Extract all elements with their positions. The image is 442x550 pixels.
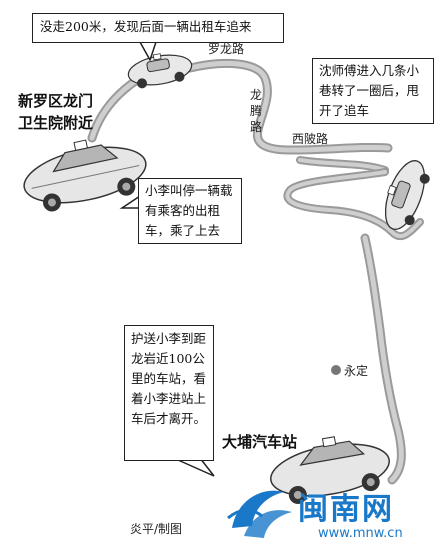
road-longteng-1: 龙: [250, 88, 263, 102]
speech-bubble-hail: 小李叫停一辆载有乘客的出租车，乘了上去: [138, 178, 242, 244]
road-xipo: 西陂路: [292, 132, 329, 146]
bubble-tail-1: [139, 41, 157, 61]
speech-bubble-escape: 沈师傅进入几条小巷转了一圈后，甩开了追车: [312, 58, 434, 124]
bubble-tail-4: [177, 457, 215, 477]
yongding-dot: [331, 365, 341, 375]
brand-name: 闽南网: [298, 492, 394, 527]
brand-logo-icon: [227, 490, 292, 538]
taxi-start: [23, 139, 147, 212]
start-location-line2: 卫生院附近: [18, 114, 94, 132]
watermark: 闽南网 www.mnw.cn: [222, 478, 438, 548]
road-longteng-2: 腾: [250, 104, 263, 118]
taxi-escaped: [384, 160, 430, 230]
brand-url: www.mnw.cn: [318, 526, 403, 541]
road-longteng-3: 路: [250, 120, 263, 134]
taxi-chased: [127, 53, 193, 89]
road-luolong: 罗龙路: [208, 42, 245, 56]
station-label: 大埔汽车站: [222, 433, 298, 451]
taxi-station: [270, 436, 390, 504]
credit: 炎平/制图: [130, 522, 183, 536]
bubble-tail-3: [119, 195, 141, 209]
start-location-line1: 新罗区龙门: [18, 92, 94, 110]
route-start-to-luolong: [87, 73, 145, 143]
speech-bubble-chase: 没走200米，发现后面一辆出租车追来: [32, 13, 284, 43]
speech-bubble-escort: 护送小李到距龙岩近100公里的车站，看着小李进站上车后才离开。: [124, 325, 214, 461]
yongding-label: 永定: [344, 364, 369, 378]
